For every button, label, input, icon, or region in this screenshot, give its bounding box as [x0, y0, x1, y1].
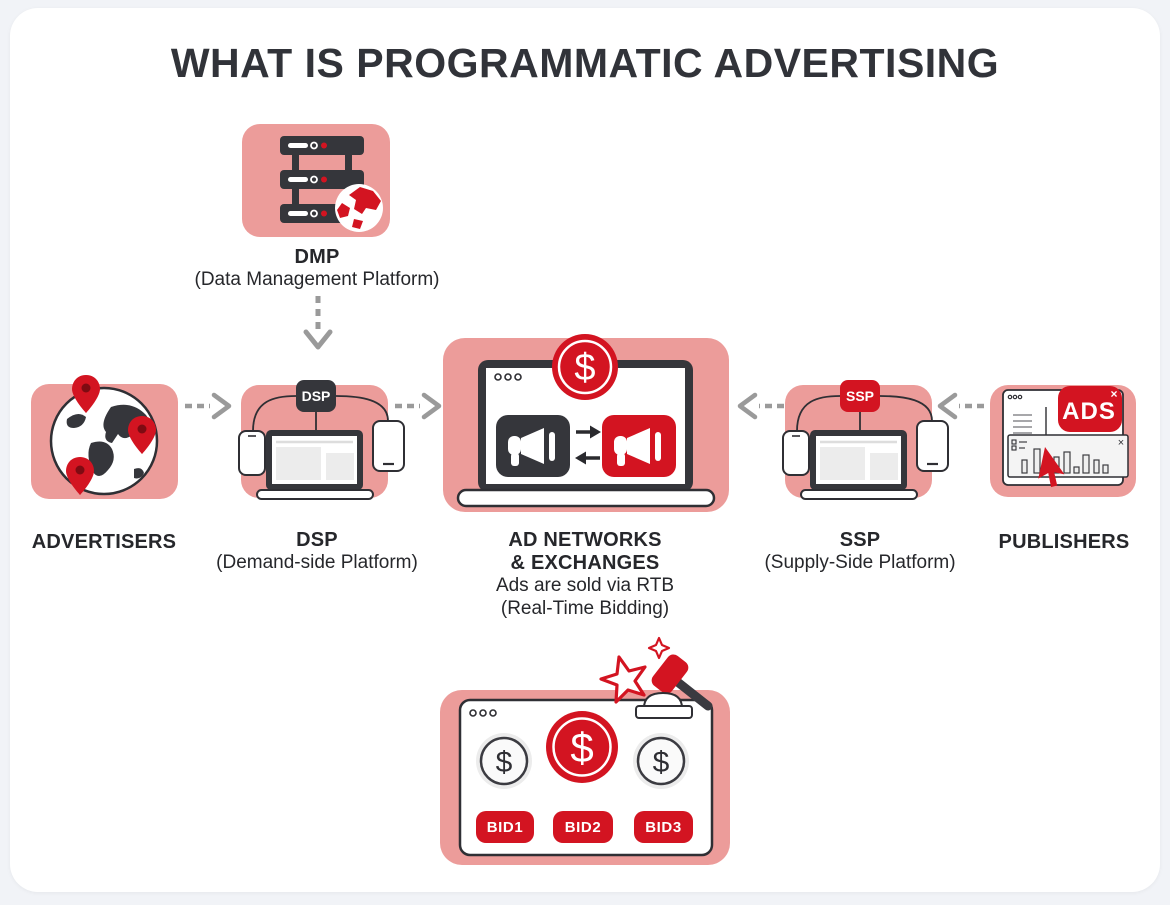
ad-networks-label: AD NETWORKS & EXCHANGES Ads are sold via…: [495, 529, 675, 619]
dmp-label: DMP (Data Management Platform): [167, 246, 467, 292]
dollar-coin-winner-icon: $: [546, 711, 618, 783]
ads-badge-label: ADS: [1062, 398, 1116, 425]
dmp-desc: (Data Management Platform): [194, 269, 440, 290]
ssp-label: SSP (Supply-Side Platform): [764, 529, 956, 573]
page-title: WHAT IS PROGRAMMATIC ADVERTISING: [170, 40, 1000, 86]
location-pin-icon: [66, 457, 94, 495]
publishers-browser-icon: ADS × ×: [990, 385, 1136, 497]
dollar-sign: $: [574, 347, 595, 389]
arrow-right-icon: [185, 392, 232, 420]
cursor-icon: [1038, 447, 1065, 488]
ssp-badge-label: SSP: [846, 388, 874, 404]
laptop-icon: [256, 430, 374, 500]
arrow-left-icon: [937, 392, 984, 420]
globe-icon: [335, 184, 383, 232]
publishers-label: PUBLISHERS: [998, 531, 1130, 553]
dsp-label: DSP (Demand-side Platform): [216, 529, 418, 573]
ssp-badge: SSP: [840, 380, 880, 412]
megaphone-dark-icon: [496, 415, 570, 477]
bid3-badge: BID3: [634, 811, 693, 843]
location-pin-icon: [72, 375, 100, 413]
arrow-down-icon: [303, 296, 333, 350]
dsp-badge-label: DSP: [302, 388, 331, 404]
megaphone-red-icon: [602, 415, 676, 477]
arrow-left-icon: [737, 392, 784, 420]
sparkle-icon: [647, 636, 671, 660]
sound-block-icon: [635, 691, 693, 719]
laptop-icon: [800, 430, 918, 500]
dollar-badge-icon: $: [552, 334, 618, 400]
arrow-right-icon: [395, 392, 442, 420]
dsp-badge: DSP: [296, 380, 336, 412]
dollar-sign: $: [570, 724, 593, 771]
gavel-icon: [635, 654, 713, 719]
dollar-coin-icon: $: [476, 733, 532, 789]
dollar-sign: $: [496, 746, 513, 779]
chart-popup-icon: ×: [1007, 434, 1129, 488]
dmp-name: DMP: [294, 246, 340, 268]
bid1-badge: BID1: [476, 811, 534, 843]
dollar-sign: $: [653, 746, 670, 779]
tablet-icon: [916, 420, 949, 472]
advertisers-label: ADVERTISERS: [31, 531, 177, 553]
location-pin-icon: [128, 416, 156, 454]
exchange-arrows-icon: [575, 425, 601, 465]
tablet-icon: [372, 420, 405, 472]
dsp-devices-icon: DSP: [238, 380, 405, 500]
advertisers-globe-pins-icon: [31, 375, 178, 499]
ad-exchange-laptop-icon: $: [443, 334, 729, 512]
ssp-devices-icon: SSP: [782, 380, 949, 500]
phone-icon: [782, 430, 810, 476]
ads-badge: ADS ×: [1058, 386, 1122, 432]
close-icon: ×: [1118, 437, 1124, 449]
close-icon: ×: [1110, 387, 1117, 401]
star-icon: [599, 655, 647, 704]
dollar-coin-icon: $: [633, 733, 689, 789]
phone-icon: [238, 430, 266, 476]
bid2-badge: BID2: [553, 811, 613, 843]
dmp-server-globe-icon: [242, 124, 390, 237]
bar-chart-icon: [1021, 448, 1109, 474]
